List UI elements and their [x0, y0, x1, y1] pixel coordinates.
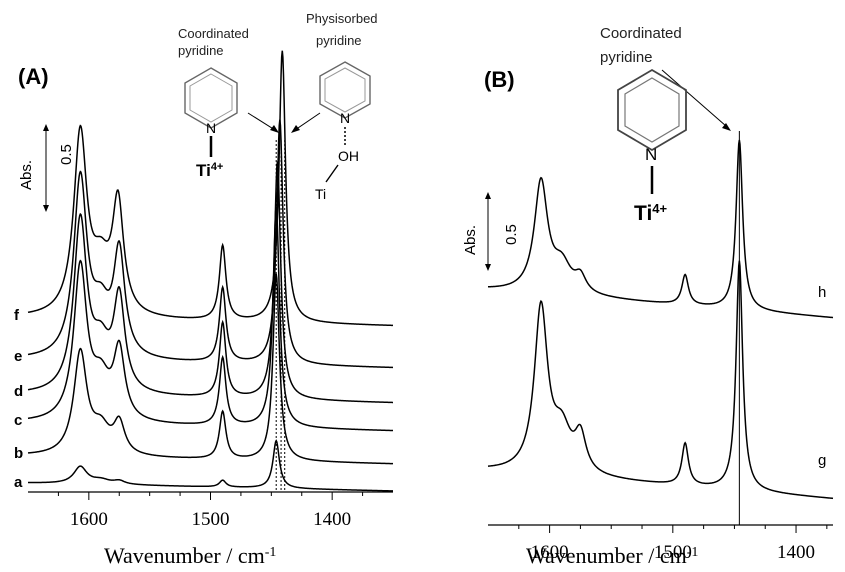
panel-b-n-label: N [645, 145, 657, 164]
ti-oh-bond [325, 164, 339, 183]
spectrum-b [27, 273, 394, 465]
trace-label-e: e [14, 348, 22, 365]
scale-bar-arrow-down [485, 264, 491, 271]
panel-b-pyridine-ring-icon [617, 68, 687, 152]
spectrum-d [27, 161, 394, 404]
panel-b-spectra [487, 139, 834, 500]
physisorbed-n-label: N [340, 110, 350, 126]
scale-bar-label: Abs. [18, 160, 35, 190]
scale-bar-arrow-up [43, 124, 49, 131]
trace-label-g: g [818, 452, 826, 469]
coordinated-pyridine-ring-icon [184, 67, 238, 129]
trace-label-b: b [14, 445, 23, 462]
coordinated-arrow [247, 112, 276, 131]
scale-bar-value: 0.5 [58, 144, 75, 165]
x-tick-label-1600: 1600 [531, 542, 569, 563]
panel-b-ti-label: Ti4+ [634, 201, 668, 226]
spectrum-g [487, 260, 834, 500]
panel-b-scale-bar-value: 0.5 [503, 224, 520, 245]
panel-b-coordinated-arrowhead [722, 123, 731, 131]
panel-b-coordinated-label-line1: Coordinated [600, 25, 682, 42]
spectrum-c [27, 206, 394, 432]
panel-b-trace-labels: gh [818, 284, 826, 469]
panel-a: (A) Abs. 0.5 Coordinated pyridine N Ti4+… [14, 11, 394, 568]
physisorbed-arrowhead [291, 125, 300, 133]
panel-a-x-ticks: 1600 1500 1400 [57, 492, 364, 530]
x-tick-label-1400: 1400 [777, 542, 815, 563]
trace-label-d: d [14, 383, 23, 400]
panel-a-label: (A) [18, 64, 49, 89]
scale-bar-arrow-down [43, 205, 49, 212]
panel-b-coordinated-arrow [661, 69, 727, 127]
oh-label: OH [338, 148, 359, 164]
spectrum-f [27, 50, 394, 327]
panel-a-scale-bar: Abs. 0.5 [18, 124, 75, 212]
panel-b-scale-bar-label: Abs. [462, 225, 479, 255]
coordinated-n-label: N [206, 120, 216, 136]
physisorbed-label-line2: pyridine [316, 33, 362, 48]
x-tick-label-1400: 1400 [313, 509, 351, 530]
physisorbed-ti-label: Ti [315, 186, 326, 202]
panel-b-x-ticks: 1600 1500 1400 [518, 525, 828, 563]
physisorbed-pyridine-ring-icon [319, 61, 371, 119]
coordinated-arrowhead [270, 125, 279, 133]
trace-label-c: c [14, 412, 22, 429]
coordinated-label-line2: pyridine [178, 43, 224, 58]
panel-b-coordinated-label-line2: pyridine [600, 49, 653, 66]
trace-label-a: a [14, 474, 23, 491]
panel-b-x-axis-title: Wavenumber / cm-1 [526, 543, 698, 568]
physisorbed-arrow [294, 112, 321, 131]
x-tick-label-1600: 1600 [70, 509, 108, 530]
panel-b-label: (B) [484, 67, 515, 92]
physisorbed-label-line1: Physisorbed [306, 11, 378, 26]
panel-a-spectra [27, 50, 394, 492]
panel-a-physisorbed-annotation: Physisorbed pyridine N OH Ti [306, 11, 378, 202]
panel-a-x-axis-title: Wavenumber / cm-1 [104, 543, 276, 568]
x-tick-label-1500: 1500 [192, 509, 230, 530]
panel-a-reference-lines [275, 140, 286, 492]
spectrum-a [27, 439, 394, 492]
trace-label-f: f [14, 307, 20, 324]
coordinated-label-line1: Coordinated [178, 26, 249, 41]
scale-bar-arrow-up [485, 192, 491, 199]
spectrum-e [27, 119, 394, 369]
spectrum-h [487, 139, 834, 319]
x-tick-label-1500: 1500 [654, 542, 692, 563]
trace-label-h: h [818, 284, 826, 301]
panel-b-scale-bar: Abs. 0.5 [462, 192, 520, 271]
panel-a-coordinated-annotation: Coordinated pyridine N Ti4+ [178, 26, 249, 180]
panel-b: (B) Coordinated pyridine N Ti4+ Abs. 0.5… [462, 25, 834, 568]
coordinated-ti-label: Ti4+ [196, 161, 223, 180]
